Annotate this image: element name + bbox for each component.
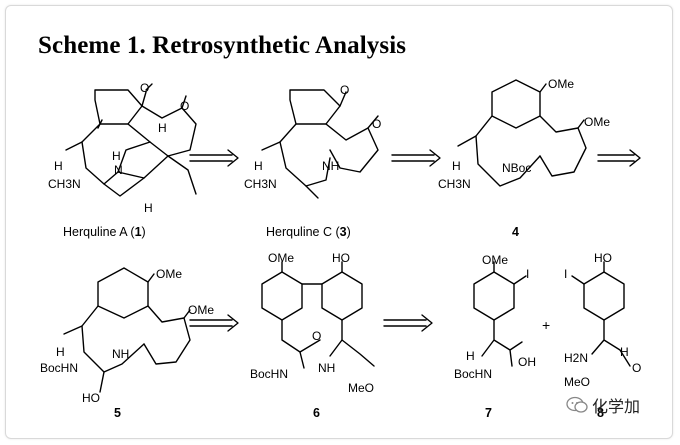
h5-ho: HO [82, 391, 100, 405]
retro-arrow-4 [189, 314, 239, 332]
h8-meo: MeO [564, 375, 590, 389]
h5-bochn: BocHN [40, 361, 78, 375]
h1-ch3n: CH3N [48, 177, 81, 191]
h6-meo: MeO [348, 381, 374, 395]
scheme-frame [5, 5, 673, 439]
h1-h-a: H [112, 149, 121, 163]
label-compound-5: 5 [114, 406, 121, 420]
structure-herquline-c [261, 89, 379, 199]
h8-h: H [620, 345, 629, 359]
watermark: 化学加 [566, 393, 640, 417]
structure-6 [261, 261, 375, 369]
h1-n: N [114, 163, 123, 177]
h7-oh: OH [518, 355, 536, 369]
h3-ch3n: CH3N [244, 177, 277, 191]
h1-h-c: H [54, 159, 63, 173]
h1-h-d: H [144, 201, 153, 215]
h8-o: O [632, 361, 641, 375]
label-compound-4: 4 [512, 225, 519, 239]
scheme-title: Scheme 1. Retrosynthetic Analysis [38, 32, 407, 59]
h5-ome-1: OMe [156, 267, 182, 281]
h6-ho: HO [332, 251, 350, 265]
label-herquline-c: Herquline C (3) [266, 225, 351, 239]
retro-arrow-5 [383, 314, 433, 332]
structure-5 [63, 267, 191, 393]
label-compound-8: 8 [597, 406, 604, 420]
h3-oxo: O [340, 83, 349, 97]
h5-ome-2: OMe [188, 303, 214, 317]
h3-nh: NH [322, 159, 339, 173]
retro-arrow-1 [189, 149, 239, 167]
h4-nboc: NBoc [502, 161, 531, 175]
structure-7 [473, 261, 527, 367]
wechat-icon [566, 396, 588, 413]
h3-oxo-2: O [372, 117, 381, 131]
h8-i: I [564, 267, 567, 281]
h6-nh: NH [318, 361, 335, 375]
h1-oxo: O [140, 81, 149, 95]
h8-h2n: H2N [564, 351, 588, 365]
h8-ho: HO [594, 251, 612, 265]
label-compound-6: 6 [313, 406, 320, 420]
h6-ome: OMe [268, 251, 294, 265]
h7-i: I [526, 267, 529, 281]
h1-h-b: H [158, 121, 167, 135]
h7-ome: OMe [482, 253, 508, 267]
h4-ch3n: CH3N [438, 177, 471, 191]
h4-h: H [452, 159, 461, 173]
h6-bochn: BocHN [250, 367, 288, 381]
plus-sign: + [542, 317, 550, 333]
structure-herquline-a [65, 83, 197, 197]
h4-ome-2: OMe [584, 115, 610, 129]
retro-arrow-3 [597, 149, 641, 167]
h5-h: H [56, 345, 65, 359]
retro-arrow-2 [391, 149, 441, 167]
label-compound-7: 7 [485, 406, 492, 420]
h5-nh: NH [112, 347, 129, 361]
label-herquline-a: Herquline A (1) [63, 225, 146, 239]
h3-h: H [254, 159, 263, 173]
h1-oxo-2: O [180, 99, 189, 113]
h7-bochn: BocHN [454, 367, 492, 381]
h7-h: H [466, 349, 475, 363]
structure-8 [571, 261, 631, 367]
watermark-text: 化学加 [592, 399, 641, 416]
h4-ome-1: OMe [548, 77, 574, 91]
h6-o: O [312, 329, 321, 343]
structure-4 [457, 79, 587, 187]
